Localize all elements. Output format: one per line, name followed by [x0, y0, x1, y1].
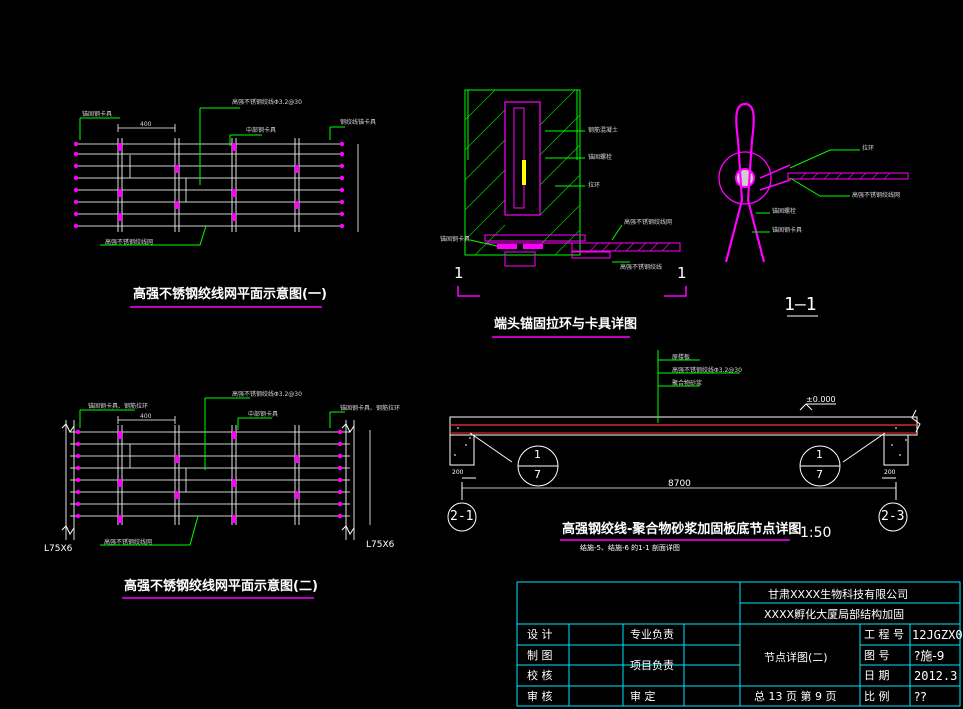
- section-1-1: [718, 102, 909, 317]
- tb-total-pages: 总 13 页 第 9 页: [754, 690, 837, 703]
- mesh-plan-2: [61, 397, 371, 599]
- tb-company: 甘肃XXXX生物科技有限公司: [768, 588, 909, 601]
- grid-bubble-left: 2-1: [450, 509, 474, 524]
- grid-bubble-right: 2-3: [881, 509, 905, 524]
- wire-anchor-end-label: 钢绞线锚卡具: [340, 119, 377, 126]
- title-anchor-detail: 端头锚固拉环与卡具详图: [494, 317, 638, 332]
- section-1-1-label: 1—1: [784, 294, 817, 315]
- slab-span-dim: 8700: [668, 479, 691, 489]
- s11-mesh-label: 高强不锈钢绞线网: [852, 192, 901, 199]
- title-mesh-plan-2: 高强不锈钢绞线网平面示意图(二): [124, 579, 318, 594]
- detail-ref-right-bottom: 7: [816, 468, 823, 481]
- slab-mortar-label: 聚合物砂浆: [672, 380, 703, 387]
- slab-wire-label: 高强不锈钢绞线Φ3.2@30: [672, 367, 742, 374]
- tb-drawing-name: 节点详图(二): [764, 651, 828, 664]
- anchor-clamp-plan2-label: 锚固钢卡具、钢筋拉环: [88, 403, 149, 410]
- slab-scale: 1:50: [800, 525, 832, 541]
- mesh-loop-label: 高强不锈钢绞线网: [105, 239, 154, 246]
- tb-project: XXXX孵化大厦局部结构加固: [764, 608, 905, 621]
- tb-checked: 校 核: [527, 669, 553, 682]
- wire-spec-label-2: 高强不锈钢绞线Φ3.2@30: [232, 391, 302, 398]
- angle-left-label: L75X6: [44, 544, 73, 554]
- slab-top-label: 原楼板: [672, 354, 691, 361]
- tb-project-no-label: 工 程 号: [864, 628, 904, 641]
- tb-review: 审 核: [527, 690, 553, 703]
- tb-date-label: 日 期: [864, 669, 890, 682]
- tb-drawing-no: ?施-9: [914, 649, 945, 663]
- detail-ref-right-top: 1: [816, 448, 823, 461]
- dim-200-right: 200: [884, 469, 896, 476]
- section-mark-left: 1: [454, 264, 464, 282]
- anchor-bolt-label: 锚固螺栓: [588, 154, 613, 161]
- tb-design: 设 计: [527, 628, 553, 641]
- s11-loop-label: 拉环: [862, 145, 875, 152]
- tb-drawn: 制 图: [527, 649, 553, 662]
- wire-spec-label: 高强不锈钢绞线Φ3.2@30: [232, 99, 302, 106]
- detail-ref-left-bottom: 7: [534, 468, 541, 481]
- slab-subtitle: 结施-5、结施-6 的1-1 剖面详图: [580, 544, 680, 552]
- loop-label: 拉环: [588, 182, 601, 189]
- section-mark-right: 1: [677, 264, 687, 282]
- dim-400-plan2: 400: [140, 413, 152, 420]
- title-mesh-plan-1: 高强不锈钢绞线网平面示意图(一): [133, 287, 327, 302]
- mesh-wire-label: 高强不锈钢绞线网: [624, 219, 673, 226]
- s11-bolt-label: 锚固螺栓: [772, 208, 797, 215]
- anchor-detail: [457, 89, 687, 338]
- mid-clamp-label: 中部钢卡具: [246, 127, 277, 134]
- mid-clamp-label-2: 中部钢卡具: [248, 411, 279, 418]
- anchor-clamp-detail-label: 锚固钢卡具: [440, 236, 471, 243]
- elevation-label: ±0.000: [806, 395, 836, 404]
- tb-project-no: 12JGZX02: [912, 628, 963, 642]
- tb-project-lead: 项目负责: [630, 659, 674, 672]
- dim-400-plan1: 400: [140, 121, 152, 128]
- detail-ref-left-top: 1: [534, 448, 541, 461]
- title-slab-detail: 高强钢绞线-聚合物砂浆加固板底节点详图: [562, 522, 802, 537]
- tb-scale-label: 比 例: [864, 690, 890, 703]
- s11-clamp-label: 锚固钢卡具: [772, 227, 803, 234]
- mesh-loop-label-2: 高强不锈钢绞线网: [104, 539, 153, 546]
- concrete-label: 钢筋混凝土: [588, 127, 619, 134]
- angle-right-label: L75X6: [366, 540, 395, 550]
- mesh-plan-1: [73, 107, 359, 308]
- wire-anchor-end-label-2: 锚固钢卡具、钢筋拉环: [340, 405, 401, 412]
- tb-approve: 审 定: [630, 690, 656, 703]
- title-block-frame: [516, 581, 961, 707]
- loop-detail-label: 高强不锈钢绞线: [620, 264, 663, 271]
- tb-date: 2012.3: [914, 669, 958, 683]
- anchor-clamp-label: 锚固钢卡具: [82, 111, 113, 118]
- tb-scale: ??: [914, 690, 927, 704]
- dim-200-left: 200: [452, 469, 464, 476]
- tb-discipline-lead: 专业负责: [630, 628, 674, 641]
- slab-detail: [447, 350, 921, 541]
- tb-drawing-no-label: 图 号: [864, 649, 890, 662]
